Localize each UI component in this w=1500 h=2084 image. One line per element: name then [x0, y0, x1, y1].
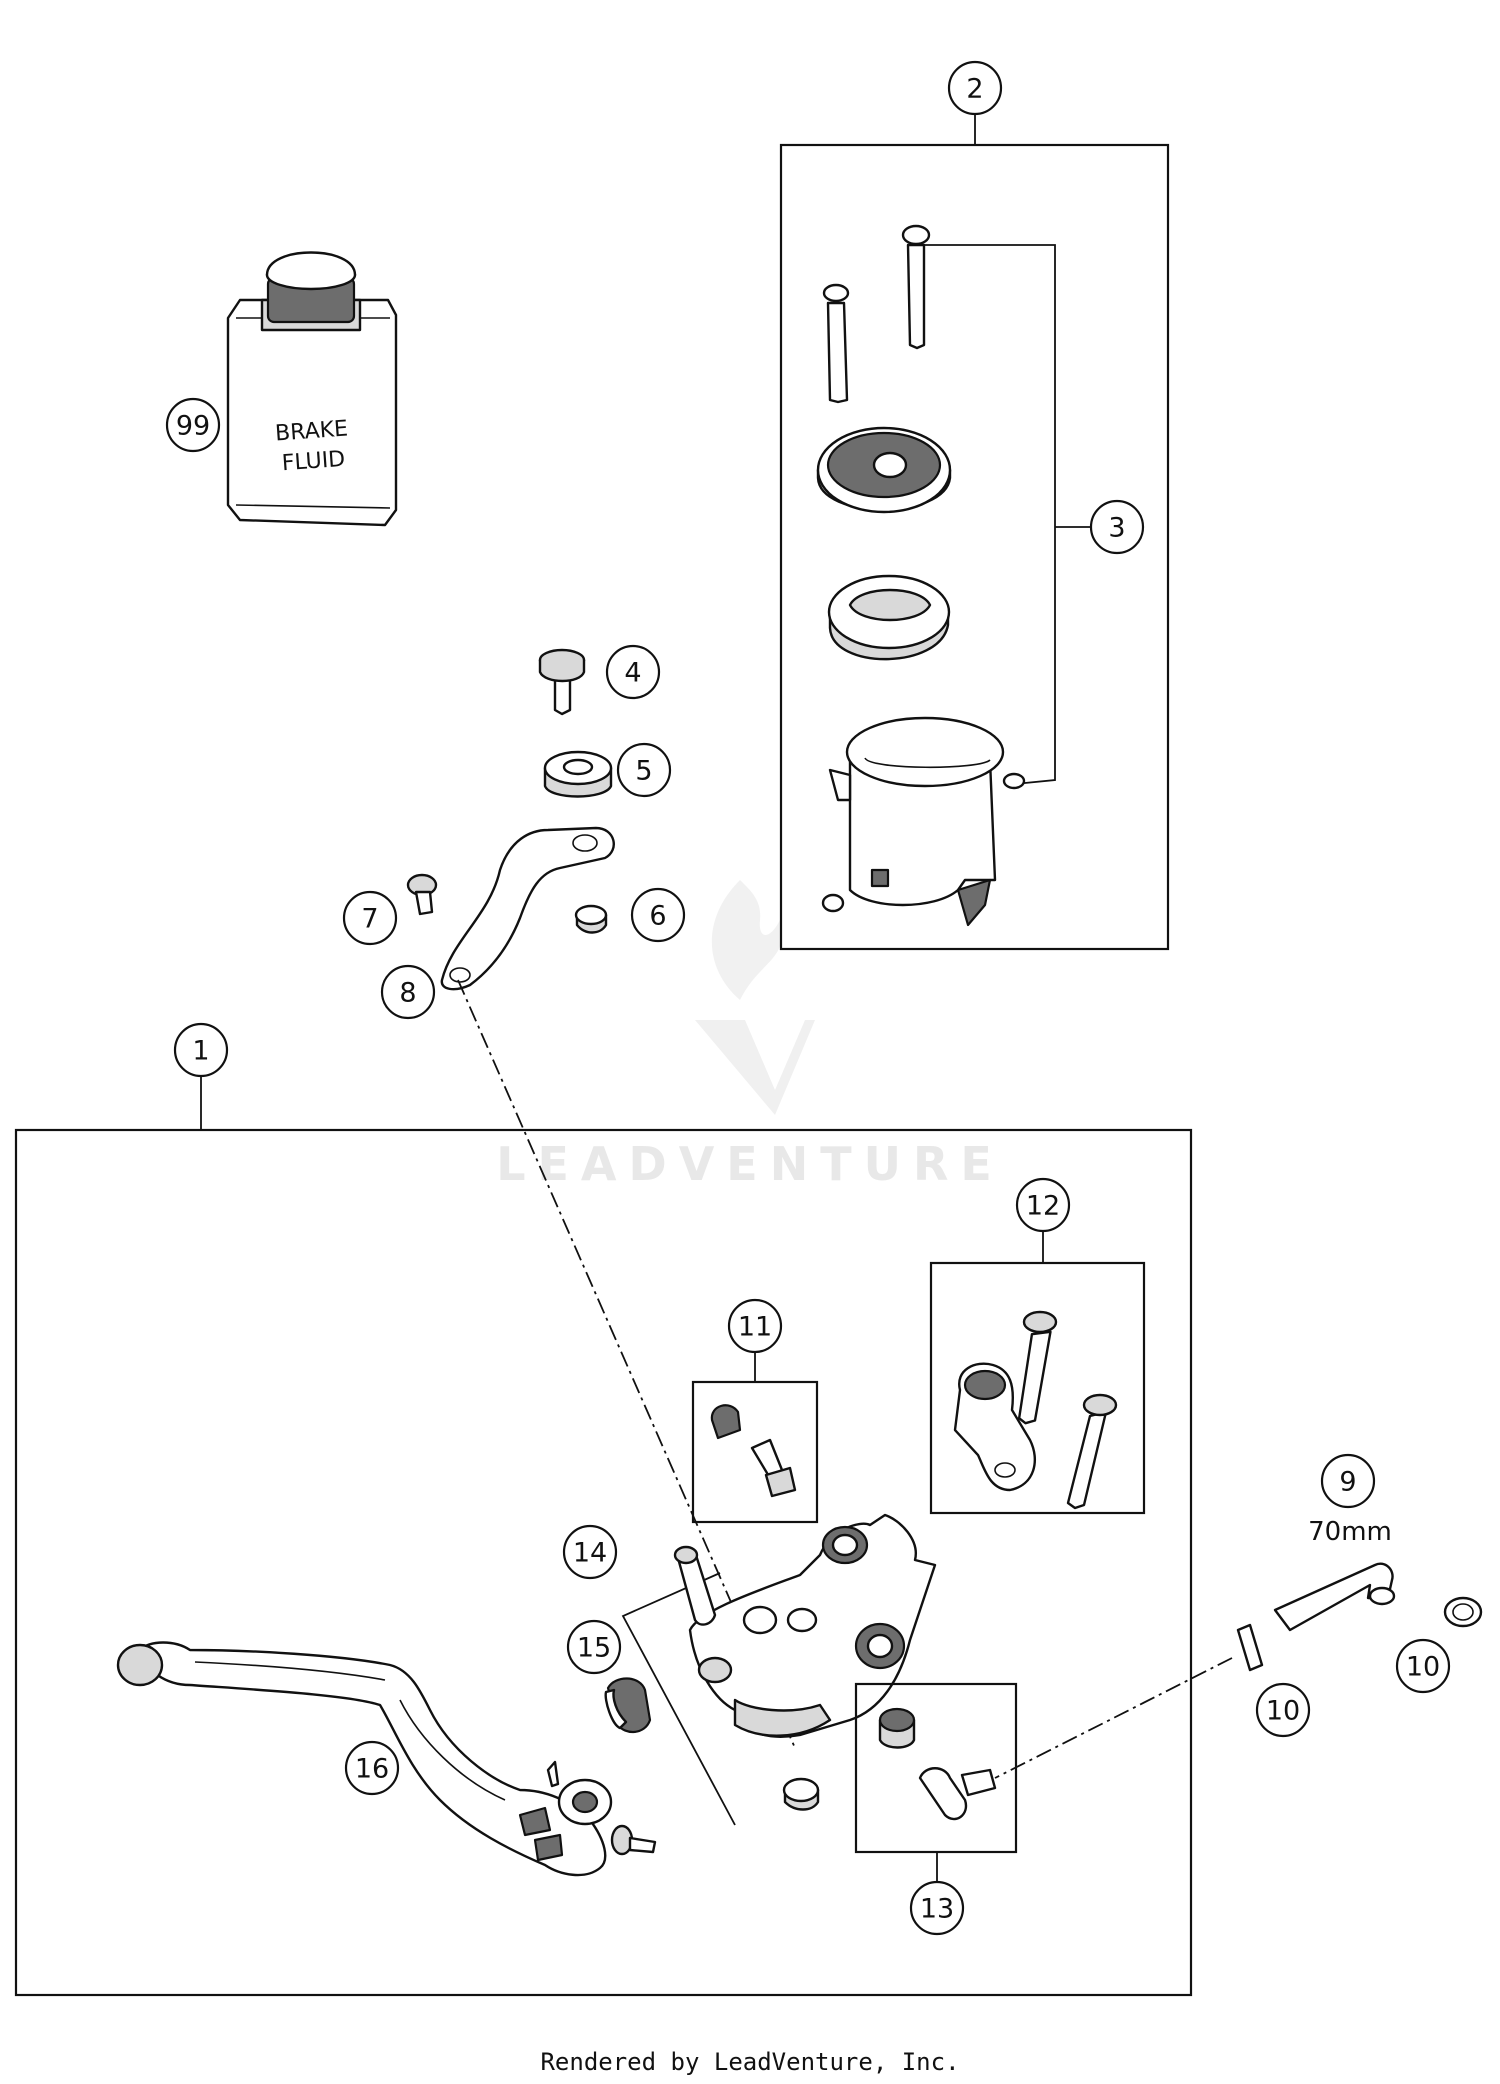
- leadventure-watermark: LEADVENTURE: [496, 880, 1004, 1191]
- master-cylinder-frame: [14, 1128, 1193, 1997]
- reservoir-body: [828, 716, 1026, 927]
- reservoir-kit-frame: [779, 143, 1170, 951]
- reservoir-diaphragm: [827, 574, 951, 661]
- reservoir-screws: [822, 224, 931, 404]
- grommet-5: [543, 750, 613, 798]
- callout-10-left: 10: [1255, 1682, 1311, 1738]
- watermark-flame-icon: [711, 880, 782, 1000]
- nut-6: [574, 904, 608, 934]
- callout-3: 3: [1089, 499, 1145, 555]
- banjo-kit-frame: [854, 1682, 1018, 1854]
- pivot-nut-14: [782, 1777, 820, 1811]
- banjo-parts: [878, 1707, 997, 1821]
- svg-text:5: 5: [635, 756, 652, 787]
- callout-6: 6: [630, 887, 686, 943]
- hose-length-label: 70mm: [1308, 1517, 1392, 1547]
- screw-4: [538, 648, 586, 716]
- svg-text:13: 13: [920, 1894, 954, 1925]
- screw-7: [406, 873, 438, 916]
- callout-8: 8: [380, 964, 436, 1020]
- svg-text:10: 10: [1406, 1652, 1440, 1683]
- bracket-8: [440, 826, 615, 991]
- svg-text:3: 3: [1108, 513, 1125, 544]
- clamp-kit-frame: [929, 1261, 1146, 1515]
- hose-axis-line: [994, 1657, 1233, 1779]
- callout-14: 14: [562, 1524, 618, 1580]
- svg-text:1: 1: [192, 1036, 209, 1067]
- callout-5: 5: [616, 742, 672, 798]
- svg-text:7: 7: [361, 904, 378, 935]
- hose-9: [1273, 1562, 1396, 1632]
- svg-text:11: 11: [738, 1312, 772, 1343]
- callout-12: 12: [1015, 1177, 1071, 1263]
- footer-credit: Rendered by LeadVenture, Inc.: [540, 2048, 959, 2076]
- svg-text:99: 99: [176, 411, 210, 442]
- bleed-valve-frame: [691, 1380, 819, 1524]
- callout-9: 9: [1320, 1453, 1376, 1509]
- brake-lever-16: [116, 1641, 657, 1877]
- clamp-bolts: [1017, 1310, 1118, 1510]
- callout-1: 1: [173, 1022, 229, 1130]
- svg-text:16: 16: [355, 1754, 389, 1785]
- svg-text:4: 4: [624, 658, 641, 689]
- callout-99: 99: [165, 397, 221, 453]
- svg-text:10: 10: [1266, 1696, 1300, 1727]
- reservoir-nut: [821, 893, 845, 913]
- callout-3-bracket: [922, 244, 1056, 785]
- callout-4: 4: [605, 644, 661, 700]
- pivot-pin-14: [673, 1545, 717, 1626]
- reservoir-cap: [816, 426, 952, 514]
- svg-text:9: 9: [1339, 1467, 1356, 1498]
- bleed-valve-parts: [710, 1404, 797, 1498]
- callout-15: 15: [566, 1619, 622, 1675]
- handlebar-clamp: [953, 1362, 1037, 1492]
- callout-11: 11: [727, 1298, 783, 1382]
- callout-16: 16: [344, 1740, 400, 1796]
- svg-text:15: 15: [577, 1633, 611, 1664]
- can-label-line2: FLUID: [281, 447, 346, 476]
- callout-10-right: 10: [1395, 1638, 1451, 1694]
- svg-text:14: 14: [573, 1538, 607, 1569]
- callout-2: 2: [947, 60, 1003, 145]
- svg-text:6: 6: [649, 901, 666, 932]
- watermark-v-icon: [695, 1020, 815, 1115]
- clip-10-right: [1443, 1596, 1483, 1628]
- svg-text:2: 2: [966, 74, 983, 105]
- watermark-text: LEADVENTURE: [496, 1137, 1004, 1191]
- svg-text:12: 12: [1026, 1191, 1060, 1222]
- svg-text:8: 8: [399, 978, 416, 1009]
- can-label-line1: BRAKE: [274, 417, 348, 447]
- callout-7: 7: [342, 890, 398, 946]
- callout-13: 13: [909, 1852, 965, 1936]
- clip-10-left: [1236, 1623, 1264, 1672]
- master-cylinder-body: [688, 1513, 937, 1738]
- brake-fluid-can: BRAKE FLUID: [226, 251, 398, 527]
- dust-boot-15: [604, 1677, 652, 1733]
